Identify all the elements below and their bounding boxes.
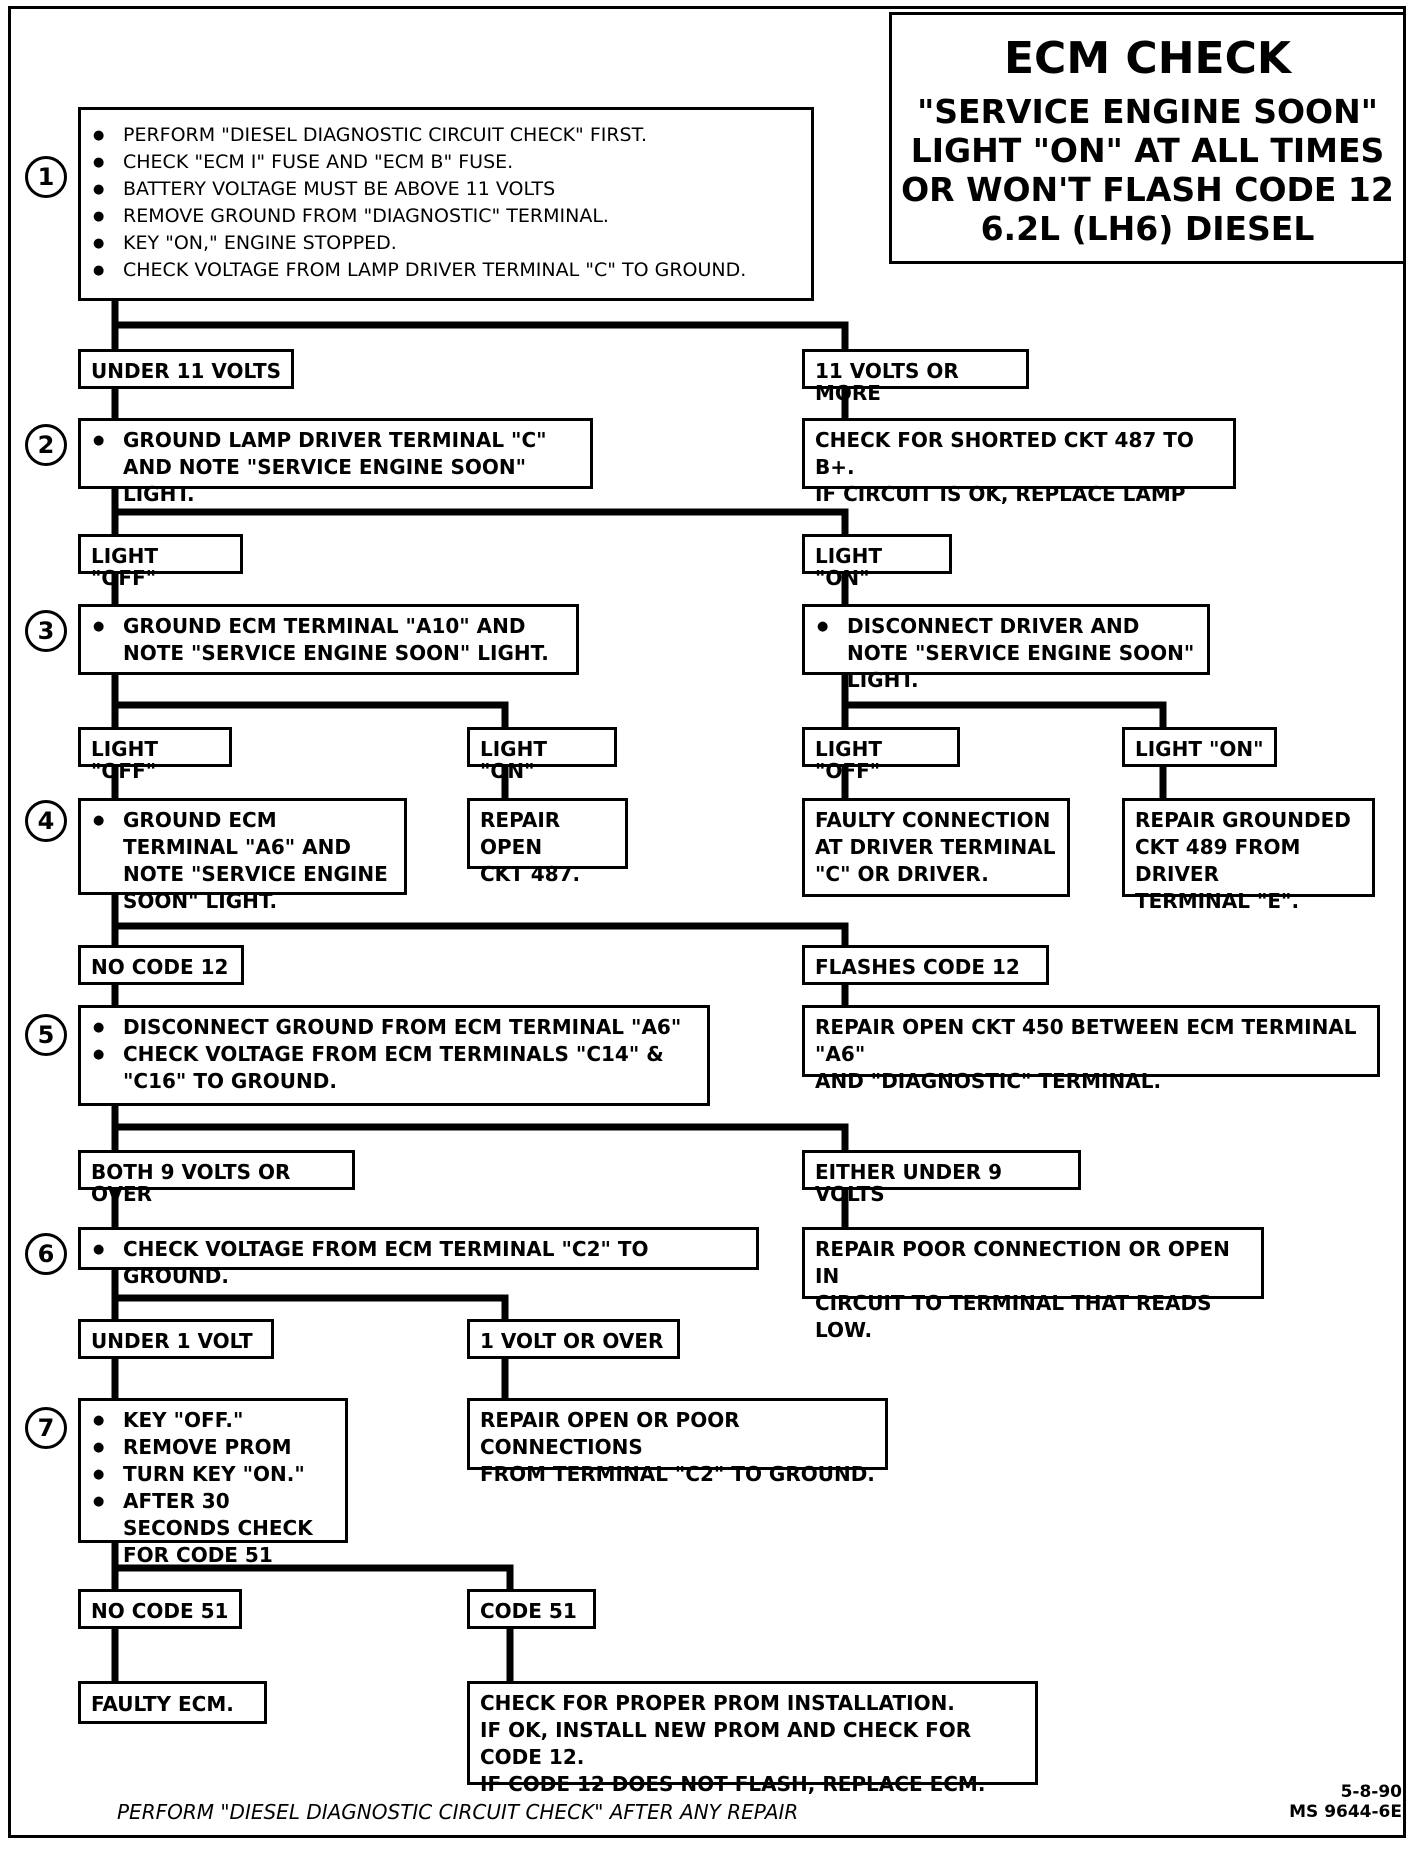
step-2-box: GROUND LAMP DRIVER TERMINAL "C" AND NOTE…	[78, 418, 593, 506]
repair-grounded-ckt-489: REPAIR GROUNDED CKT 489 FROM DRIVER TERM…	[1122, 798, 1375, 913]
step-1-item: BATTERY VOLTAGE MUST BE ABOVE 11 VOLTS	[91, 176, 801, 203]
repair-open-c2: REPAIR OPEN OR POOR CONNECTIONS FROM TER…	[467, 1398, 888, 1486]
page-border	[8, 6, 1406, 1838]
label-both-9-volts-or-over: BOTH 9 VOLTS OR OVER	[78, 1150, 355, 1205]
step-6-marker: 6	[25, 1233, 67, 1275]
step-3-marker: 3	[25, 610, 67, 652]
label-either-under-9-volts: EITHER UNDER 9 VOLTS	[802, 1150, 1081, 1205]
check-prom-box: CHECK FOR PROPER PROM INSTALLATION. IF O…	[467, 1681, 1038, 1796]
label-light-off-3: LIGHT "OFF"	[802, 727, 960, 782]
repair-poor-connection: REPAIR POOR CONNECTION OR OPEN IN CIRCUI…	[802, 1227, 1264, 1342]
step-7-item: AFTER 30 SECONDS CHECK FOR CODE 51	[91, 1488, 335, 1569]
step-6-box: CHECK VOLTAGE FROM ECM TERMINAL "C2" TO …	[78, 1227, 759, 1288]
label-light-off-2: LIGHT "OFF"	[78, 727, 232, 782]
label-light-on-2: LIGHT "ON"	[467, 727, 617, 782]
step-1-marker: 1	[25, 156, 67, 198]
step-5-item: CHECK VOLTAGE FROM ECM TERMINALS "C14" &…	[91, 1041, 697, 1095]
disconnect-driver-item: DISCONNECT DRIVER AND NOTE "SERVICE ENGI…	[815, 613, 1197, 694]
label-under-1-volt: UNDER 1 VOLT	[78, 1319, 274, 1359]
step-6-item: CHECK VOLTAGE FROM ECM TERMINAL "C2" TO …	[91, 1236, 746, 1290]
label-light-on-3: LIGHT "ON"	[1122, 727, 1277, 767]
faulty-connection-box: FAULTY CONNECTION AT DRIVER TERMINAL "C"…	[802, 798, 1070, 897]
label-light-off-1: LIGHT "OFF"	[78, 534, 243, 589]
disconnect-driver-box: DISCONNECT DRIVER AND NOTE "SERVICE ENGI…	[802, 604, 1210, 692]
faulty-ecm-box: FAULTY ECM.	[78, 1681, 267, 1724]
label-11-volts-or-more: 11 VOLTS OR MORE	[802, 349, 1029, 404]
step-7-marker: 7	[25, 1407, 67, 1449]
result-shorted-ckt-487: CHECK FOR SHORTED CKT 487 TO B+. IF CIRC…	[802, 418, 1236, 506]
label-no-code-12: NO CODE 12	[78, 945, 244, 985]
step-7-box: KEY "OFF." REMOVE PROM TURN KEY "ON." AF…	[78, 1398, 348, 1567]
label-light-on-1: LIGHT "ON"	[802, 534, 952, 589]
step-2-item: GROUND LAMP DRIVER TERMINAL "C" AND NOTE…	[91, 427, 580, 508]
step-7-item: REMOVE PROM	[91, 1434, 335, 1461]
reference-code: 5-8-90 MS 9644-6E	[1289, 1782, 1402, 1822]
step-7-item: KEY "OFF."	[91, 1407, 335, 1434]
step-5-box: DISCONNECT GROUND FROM ECM TERMINAL "A6"…	[78, 1005, 710, 1106]
step-1-item: PERFORM "DIESEL DIAGNOSTIC CIRCUIT CHECK…	[91, 122, 801, 149]
footer-note: PERFORM "DIESEL DIAGNOSTIC CIRCUIT CHECK…	[117, 1800, 799, 1824]
step-4-marker: 4	[25, 800, 67, 842]
step-4-item: GROUND ECM TERMINAL "A6" AND NOTE "SERVI…	[91, 807, 394, 915]
label-under-11-volts: UNDER 11 VOLTS	[78, 349, 294, 389]
label-no-code-51: NO CODE 51	[78, 1589, 242, 1629]
diagram-subtitle: "SERVICE ENGINE SOON" LIGHT "ON" AT ALL …	[901, 92, 1394, 248]
label-flashes-code-12: FLASHES CODE 12	[802, 945, 1049, 985]
step-4-box: GROUND ECM TERMINAL "A6" AND NOTE "SERVI…	[78, 798, 407, 913]
step-1-item: CHECK "ECM I" FUSE AND "ECM B" FUSE.	[91, 149, 801, 176]
repair-open-ckt-450: REPAIR OPEN CKT 450 BETWEEN ECM TERMINAL…	[802, 1005, 1380, 1093]
diagram-title: ECM CHECK	[1003, 33, 1291, 84]
step-1-item: CHECK VOLTAGE FROM LAMP DRIVER TERMINAL …	[91, 257, 801, 284]
repair-open-ckt-487: REPAIR OPEN CKT 487.	[467, 798, 628, 886]
label-1-volt-or-over: 1 VOLT OR OVER	[467, 1319, 680, 1359]
label-code-51: CODE 51	[467, 1589, 596, 1629]
title-box: ECM CHECK "SERVICE ENGINE SOON" LIGHT "O…	[889, 12, 1406, 264]
step-1-item: REMOVE GROUND FROM "DIAGNOSTIC" TERMINAL…	[91, 203, 801, 230]
step-5-marker: 5	[25, 1014, 67, 1056]
step-2-marker: 2	[25, 424, 67, 466]
step-7-item: TURN KEY "ON."	[91, 1461, 335, 1488]
step-3-item: GROUND ECM TERMINAL "A10" AND NOTE "SERV…	[91, 613, 566, 667]
step-3-box: GROUND ECM TERMINAL "A10" AND NOTE "SERV…	[78, 604, 579, 675]
step-5-item: DISCONNECT GROUND FROM ECM TERMINAL "A6"	[91, 1014, 697, 1041]
step-1-item: KEY "ON," ENGINE STOPPED.	[91, 230, 801, 257]
step-1-box: PERFORM "DIESEL DIAGNOSTIC CIRCUIT CHECK…	[78, 107, 814, 301]
